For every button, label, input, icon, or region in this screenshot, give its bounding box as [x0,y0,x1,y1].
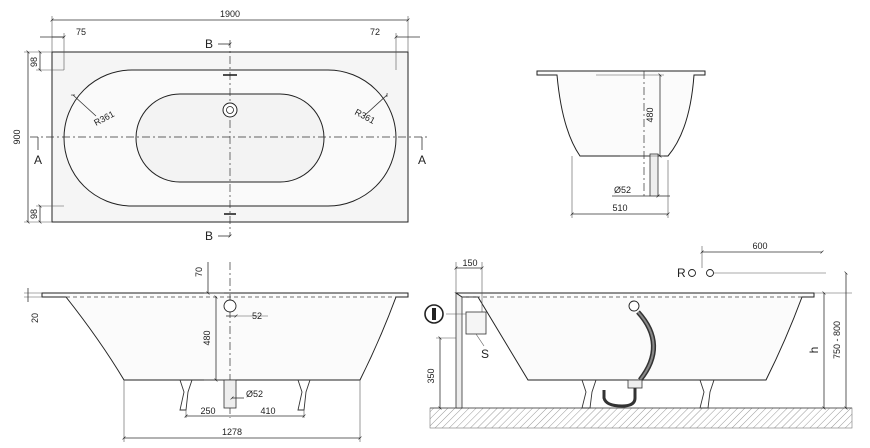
section-b-top: B [205,37,213,51]
front-drain-right-label: 410 [260,406,275,416]
section-b-bottom: B [205,229,213,243]
section-view: 480 Ø52 510 [536,70,706,218]
front-overflow [223,299,237,313]
section-a-right: A [418,153,426,167]
section-drain-label: Ø52 [614,185,631,195]
top-edge-top-label: 98 [29,57,39,67]
front-view: 52 70 20 480 Ø52 250 410 1278 [24,262,409,442]
install-offset-label: 150 [462,258,477,268]
front-overflow-height-label: 70 [194,267,204,277]
install-total-height-label: 750 - 800 [832,321,842,359]
section-depth-label: 480 [645,107,655,122]
top-edge-bottom-label: 98 [29,209,39,219]
top-left-offset-label: 75 [76,27,86,37]
section-tub-outline [536,70,706,157]
front-rim-label: 20 [30,313,40,323]
install-h-label: h [807,347,821,354]
install-r-label: R [677,266,686,280]
front-base-length-label: 1278 [222,427,242,437]
section-bottom-width-label: 510 [612,203,627,213]
front-tub-outline [41,292,409,381]
front-drain-label: Ø52 [246,389,263,399]
front-overflow-offset-label: 52 [252,311,262,321]
drain-circle [222,102,238,118]
install-r-distance-label: 600 [752,241,767,251]
install-floor-height-label: 350 [426,368,436,383]
top-width-label: 1900 [220,9,240,19]
top-depth-label: 900 [12,129,22,144]
front-depth-label: 480 [202,330,212,345]
section-a-left: A [34,153,42,167]
install-view: 150 S R 600 350 h 750 - 800 [424,241,853,429]
install-s-label: S [481,347,489,361]
front-drain-left-label: 250 [200,406,215,416]
install-tub-outline [454,292,815,381]
top-right-offset-label: 72 [370,27,380,37]
floor-hatch [429,407,853,429]
top-view: 1900 75 72 900 98 98 R361 R361 A A B [12,9,430,243]
